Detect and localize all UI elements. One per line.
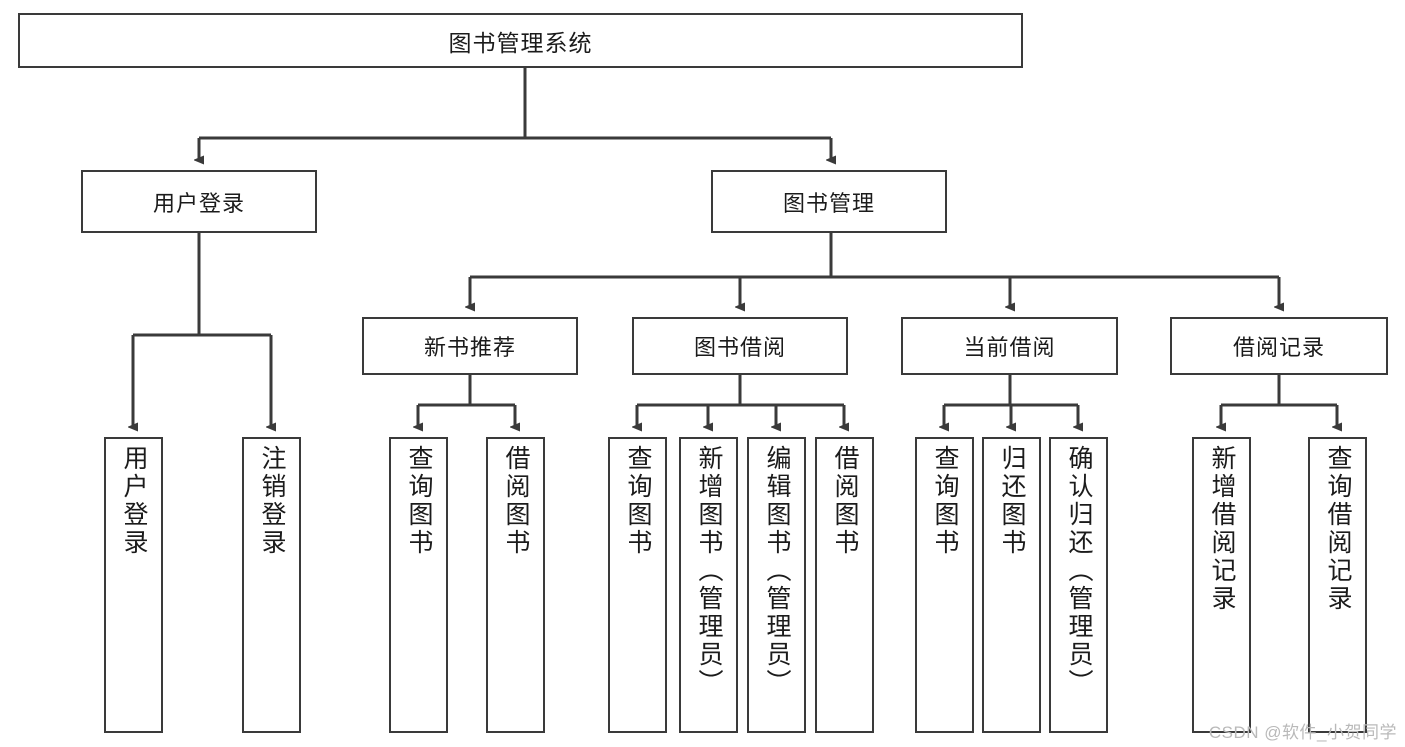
node-root-system[interactable]: 图书管理系统 xyxy=(18,13,1023,68)
node-label: 查询图书 xyxy=(405,445,433,557)
node-label: 用户登录 xyxy=(152,190,245,216)
leaf-borrow-edit-book[interactable]: 编辑图书（管理员） xyxy=(747,437,806,733)
node-book-borrow[interactable]: 图书借阅 xyxy=(632,317,848,375)
node-label: 借阅图书 xyxy=(502,445,530,557)
node-user-login[interactable]: 用户登录 xyxy=(81,170,317,233)
leaf-recommend-borrow-book[interactable]: 借阅图书 xyxy=(486,437,545,733)
node-label: 图书管理系统 xyxy=(448,29,593,56)
node-label: 图书管理 xyxy=(782,190,875,216)
node-label: 用户登录 xyxy=(120,445,148,557)
node-label: 确认归还（管理员） xyxy=(1065,445,1093,697)
node-current-borrow[interactable]: 当前借阅 xyxy=(901,317,1118,375)
leaf-user-login-signin[interactable]: 用户登录 xyxy=(104,437,163,733)
node-label: 新增借阅记录 xyxy=(1208,445,1236,613)
leaf-current-query-book[interactable]: 查询图书 xyxy=(915,437,974,733)
leaf-borrow-borrow-book[interactable]: 借阅图书 xyxy=(815,437,874,733)
leaf-current-confirm-return[interactable]: 确认归还（管理员） xyxy=(1049,437,1108,733)
node-new-book-recommend[interactable]: 新书推荐 xyxy=(362,317,578,375)
node-label: 借阅记录 xyxy=(1232,335,1325,360)
node-book-management[interactable]: 图书管理 xyxy=(711,170,947,233)
leaf-current-return-book[interactable]: 归还图书 xyxy=(982,437,1041,733)
node-label: 归还图书 xyxy=(998,445,1026,557)
leaf-recommend-query-book[interactable]: 查询图书 xyxy=(389,437,448,733)
node-label: 当前借阅 xyxy=(963,335,1056,360)
node-label: 编辑图书（管理员） xyxy=(763,445,791,697)
node-label: 借阅图书 xyxy=(831,445,859,557)
leaf-borrow-add-book[interactable]: 新增图书（管理员） xyxy=(679,437,738,733)
node-borrow-record[interactable]: 借阅记录 xyxy=(1170,317,1388,375)
leaf-record-query-record[interactable]: 查询借阅记录 xyxy=(1308,437,1367,733)
leaf-record-add-record[interactable]: 新增借阅记录 xyxy=(1192,437,1251,733)
leaf-borrow-query-book[interactable]: 查询图书 xyxy=(608,437,667,733)
node-label: 查询借阅记录 xyxy=(1324,445,1352,613)
node-label: 查询图书 xyxy=(624,445,652,557)
node-label: 新书推荐 xyxy=(423,335,516,360)
leaf-user-login-signout[interactable]: 注销登录 xyxy=(242,437,301,733)
node-label: 新增图书（管理员） xyxy=(695,445,723,697)
node-label: 注销登录 xyxy=(258,445,286,557)
node-label: 图书借阅 xyxy=(693,335,786,360)
watermark: CSDN @软件_小贺同学 xyxy=(1208,723,1397,742)
node-label: 查询图书 xyxy=(931,445,959,557)
